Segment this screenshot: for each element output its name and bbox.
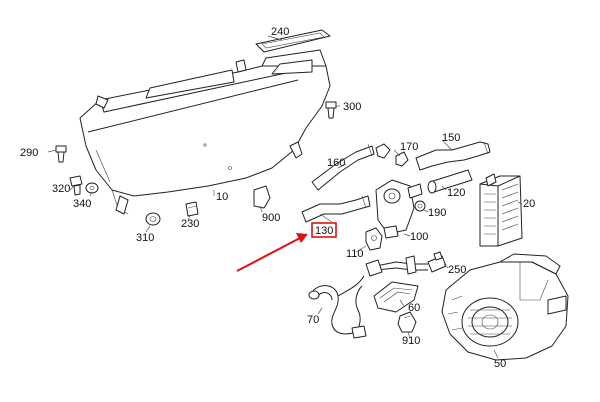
connector-250-part: [427, 251, 447, 273]
plug-310-part: [145, 212, 161, 226]
label-20: 20: [523, 198, 535, 210]
heater-housing-part: [79, 49, 331, 215]
label-120: 120: [447, 187, 465, 199]
highlight-box: [311, 222, 337, 238]
label-910: 910: [402, 335, 420, 347]
label-170: 170: [400, 141, 418, 153]
leader-lines: [47, 35, 523, 359]
wiring-loom-70-part: [308, 275, 367, 339]
label-70: 70: [307, 314, 319, 326]
hose-130-part: [301, 195, 371, 223]
label-250: 250: [448, 264, 466, 276]
label-100: 100: [410, 231, 428, 243]
clip-230-part: [185, 201, 199, 217]
label-10: 10: [216, 191, 228, 203]
part-labels: 240 300 290 320 340 310 230 10 900 160 1…: [20, 26, 535, 370]
label-110: 110: [346, 248, 364, 260]
hose-170-part: [375, 143, 409, 167]
label-230: 230: [181, 218, 199, 230]
screw-300-part: [325, 101, 337, 119]
label-290: 290: [20, 147, 38, 159]
label-190: 190: [428, 207, 446, 219]
label-150: 150: [442, 132, 460, 144]
highlight-callout: 130: [236, 222, 337, 272]
wiring-harness: [365, 255, 428, 277]
hose-160-part: [311, 143, 375, 191]
label-310: 310: [136, 232, 154, 244]
gasket-frame-part: [255, 29, 331, 53]
module-60-part: [373, 281, 419, 313]
connector-910-part: [397, 311, 417, 333]
arrowhead-icon: [296, 233, 308, 243]
valve-100-part: [375, 179, 423, 239]
screw-320-part: [69, 175, 83, 196]
label-160: 160: [327, 157, 345, 169]
hose-150-part: [415, 141, 491, 171]
label-900: 900: [262, 212, 280, 224]
clamp-190-part: [414, 200, 426, 212]
bolt-290-part: [55, 145, 67, 163]
label-300: 300: [343, 101, 361, 113]
label-240: 240: [271, 26, 289, 38]
label-320: 320: [52, 183, 70, 195]
label-130: 130: [315, 225, 333, 237]
label-60: 60: [408, 302, 420, 314]
blower-motor-50-part: [441, 253, 569, 361]
highlight-arrow: [236, 237, 301, 272]
sensor-110-part: [365, 227, 383, 251]
pipe-120-part: [427, 169, 473, 194]
label-340: 340: [73, 198, 91, 210]
washer-340-part: [85, 182, 99, 194]
label-50: 50: [494, 358, 506, 370]
grommet-900-part: [253, 185, 271, 209]
heater-core-20-part: [479, 173, 523, 247]
